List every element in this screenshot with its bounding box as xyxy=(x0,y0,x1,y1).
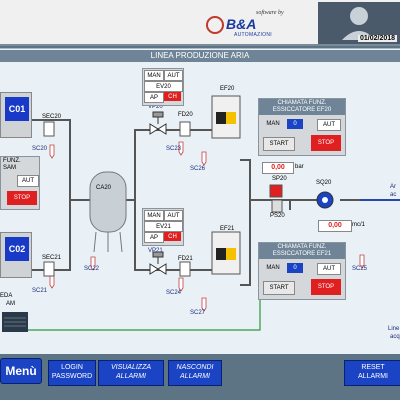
compressor-c01[interactable]: C01 xyxy=(0,92,32,138)
pressure-unit: bar xyxy=(295,164,304,170)
ef21-mode-value[interactable]: 0 xyxy=(287,263,303,273)
ev20-man-button[interactable]: MAN xyxy=(144,70,164,81)
page-title: LINEA PRODUZIONE ARIA xyxy=(0,50,400,62)
show-alarms-button[interactable]: VISUALIZZA ALLARMI xyxy=(98,360,164,386)
ef20-title-line-2: ESSICCATORE EF20 xyxy=(272,107,332,113)
hide-alarms-button[interactable]: NASCONDI ALLARMI xyxy=(168,360,222,386)
label-sc22: SC22 xyxy=(84,266,100,272)
power-icon xyxy=(206,16,224,34)
ef21-title-line-2: ESSICCATORE EF21 xyxy=(272,251,332,257)
compressor-c01-label: C01 xyxy=(5,97,29,121)
ev21-aut-button[interactable]: AUT xyxy=(164,210,183,221)
dryer-ef21 xyxy=(211,231,241,275)
ev21-label: EV21 xyxy=(144,221,183,232)
label-ef21: EF21 xyxy=(220,226,235,232)
label-sc24: SC24 xyxy=(166,290,182,296)
ef20-call-panel: CHIAMATA FUNZ.ESSICCATORE EF20 MAN 0 AUT… xyxy=(258,98,346,156)
show-alarms-line-1: VISUALIZZA xyxy=(110,364,152,371)
left-fragment-2: SAM xyxy=(3,165,17,171)
ef21-panel-title: CHIAMATA FUNZ.ESSICCATORE EF21 xyxy=(259,243,345,259)
label-sq20: SQ20 xyxy=(316,180,332,186)
date-display: 01/02/2018 xyxy=(358,35,398,42)
left-partial-panel: FUNZ. SAM AUT STOP xyxy=(0,156,40,210)
compressor-c02-label: C02 xyxy=(5,237,29,261)
logo-brand-text: B&A xyxy=(226,16,257,32)
ef21-start-button[interactable]: START xyxy=(263,281,295,295)
ev20-ch-button[interactable]: CH xyxy=(164,92,181,101)
hide-alarms-line-2: ALLARMI xyxy=(180,373,210,380)
hide-alarms-line-1: NASCONDI xyxy=(176,364,214,371)
ef21-stop-button[interactable]: STOP xyxy=(311,279,341,295)
label-sc27: SC27 xyxy=(190,310,206,316)
label-sp20: SP20 xyxy=(272,176,287,182)
ef21-man-label: MAN xyxy=(266,265,280,271)
ev20-aut-button[interactable]: AUT xyxy=(164,70,183,81)
ev20-label: EV20 xyxy=(144,81,183,92)
login-line-2: PASSWORD xyxy=(51,373,93,380)
ef20-panel-title: CHIAMATA FUNZ.ESSICCATORE EF20 xyxy=(259,99,345,115)
flow-readout: 0,00 xyxy=(318,220,352,232)
pressure-readout: 0,00 xyxy=(262,162,294,174)
left-stop-button[interactable]: STOP xyxy=(7,191,37,205)
header-bar: software by B&A AUTOMAZIONI 01/02/2018 xyxy=(0,0,400,46)
left-fragment-4: AM xyxy=(6,301,15,307)
label-vp20: VP20 xyxy=(148,104,163,110)
label-ca20: CA20 xyxy=(96,185,112,191)
login-button[interactable]: LOGIN PASSWORD xyxy=(48,360,96,386)
ef20-aut-button[interactable]: AUT xyxy=(317,119,341,131)
label-fd21: FD21 xyxy=(178,256,193,262)
label-sc20: SC20 xyxy=(32,146,48,152)
label-ps20: PS20 xyxy=(270,213,285,219)
reset-alarms-line-1: RESET xyxy=(361,364,385,371)
ef20-start-button[interactable]: START xyxy=(263,137,295,151)
label-sc25: SC25 xyxy=(352,266,368,272)
show-alarms-line-2: ALLARMI xyxy=(116,373,146,380)
right-fragment-4: acq xyxy=(390,334,400,340)
ev21-ap-button[interactable]: AP xyxy=(144,232,164,243)
label-vp21: VP21 xyxy=(148,248,163,254)
ev21-control: MAN AUT EV21 AP CH xyxy=(142,208,184,246)
ef20-man-label: MAN xyxy=(266,121,280,127)
logo-software-text: software by xyxy=(256,10,284,16)
menu-button[interactable]: Menù xyxy=(0,358,42,384)
reset-alarms-line-2: ALLARMI xyxy=(358,373,388,380)
dryer-ef20 xyxy=(211,95,241,139)
tank-ca20 xyxy=(89,171,127,253)
ef21-call-panel: CHIAMATA FUNZ.ESSICCATORE EF21 MAN 0 AUT… xyxy=(258,242,346,300)
compressor-c02[interactable]: C02 xyxy=(0,232,32,278)
label-sec21: SEC21 xyxy=(42,255,62,261)
label-ef20: EF20 xyxy=(220,86,235,92)
label-sc21: SC21 xyxy=(32,288,48,294)
right-fragment-2: ac xyxy=(390,192,397,198)
left-aut-button[interactable]: AUT xyxy=(17,175,39,187)
ef21-aut-button[interactable]: AUT xyxy=(317,263,341,275)
ev21-man-button[interactable]: MAN xyxy=(144,210,164,221)
flow-unit: mc/1 xyxy=(352,222,366,228)
reset-alarms-button[interactable]: RESET ALLARMI xyxy=(344,360,400,386)
label-sc26: SC26 xyxy=(190,166,206,172)
ev20-control: MAN AUT EV20 AP CH xyxy=(142,68,184,106)
label-sec20: SEC20 xyxy=(42,114,62,120)
company-logo: software by B&A AUTOMAZIONI xyxy=(206,10,290,38)
label-sc23: SC23 xyxy=(166,146,182,152)
login-line-1: LOGIN xyxy=(61,364,83,371)
ev21-ch-button[interactable]: CH xyxy=(164,232,181,241)
right-fragment-1: Ar xyxy=(390,184,396,190)
label-fd20: FD20 xyxy=(178,112,193,118)
left-fragment-3: EDA xyxy=(0,293,13,299)
ef20-mode-value[interactable]: 0 xyxy=(287,119,303,129)
ef20-stop-button[interactable]: STOP xyxy=(311,135,341,151)
logo-sub-text: AUTOMAZIONI xyxy=(234,32,272,38)
ef21-title-line-1: CHIAMATA FUNZ. xyxy=(277,244,327,250)
right-fragment-3: Line xyxy=(388,326,400,332)
ef20-title-line-1: CHIAMATA FUNZ. xyxy=(277,100,327,106)
left-fragment-1: FUNZ. xyxy=(3,158,21,164)
ev20-ap-button[interactable]: AP xyxy=(144,92,164,103)
